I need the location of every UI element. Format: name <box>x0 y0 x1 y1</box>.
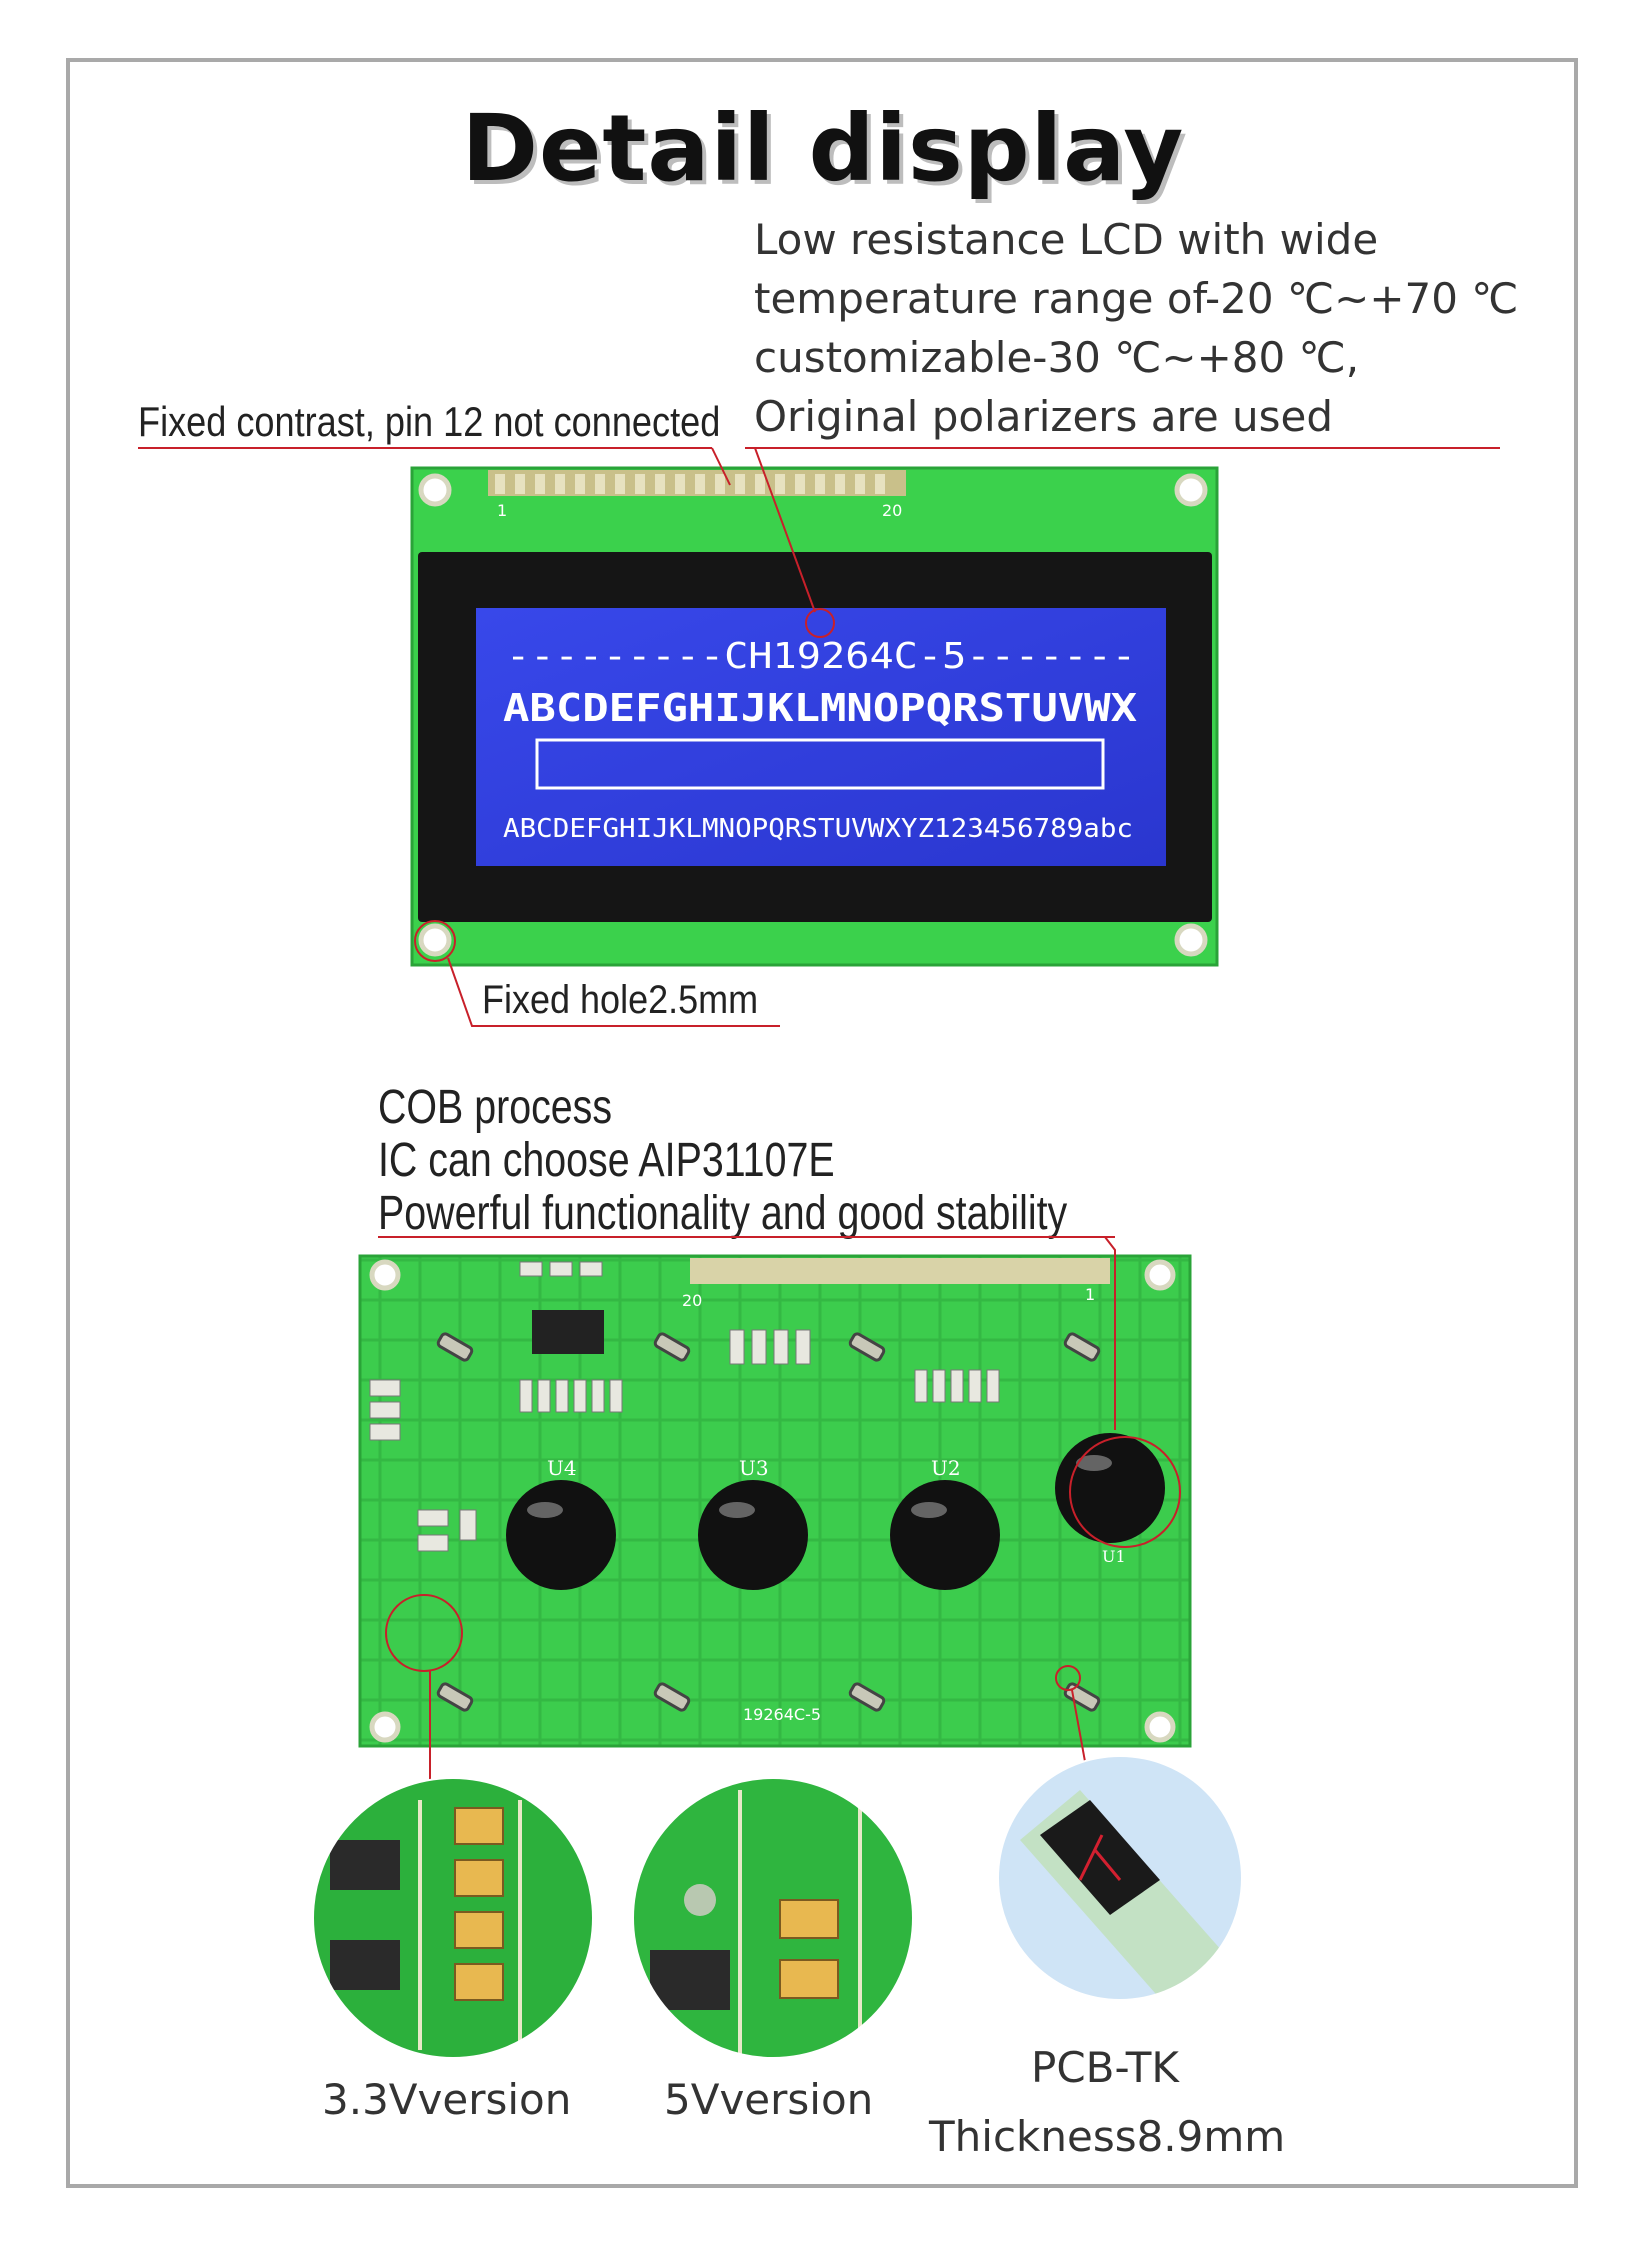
detail-pcb-thickness <box>998 1756 1242 2000</box>
pin-start-label: 1 <box>497 501 507 520</box>
mount-hole <box>1174 473 1208 507</box>
detail-33v <box>313 1778 593 2058</box>
callout-lines-bottom <box>378 1236 1181 1801</box>
pin-end-label: 20 <box>882 501 902 520</box>
mount-hole <box>369 1711 401 1743</box>
chip-label-u2: U2 <box>931 1456 961 1480</box>
lcd-screen <box>476 608 1166 866</box>
callout-lines-top <box>138 447 1500 1027</box>
screen-line-4: ABCDEFGHIJKLMNOPQRSTUVWXYZ123456789abc <box>503 814 1133 844</box>
mount-hole <box>418 923 452 957</box>
caption-pcb-tk: PCB-TK <box>1031 2043 1179 2092</box>
lcd-feature-line-3: customizable-30 ℃~+80 ℃, <box>754 333 1360 382</box>
lcd-module-front: 1 20 ---------CH19264C-5------- ABCDEFGH… <box>410 466 1219 967</box>
cob-chip-u1 <box>1055 1433 1165 1543</box>
mount-hole <box>369 1259 401 1291</box>
detail-5v <box>633 1778 913 2058</box>
cob-line-2: IC can choose AIP31107E <box>378 1134 835 1187</box>
chip-label-u3: U3 <box>739 1456 769 1480</box>
cob-line-1: COB process <box>378 1081 613 1134</box>
page-title: Detail display <box>461 95 1185 202</box>
ic-chip <box>532 1310 604 1354</box>
lcd-feature-line-1: Low resistance LCD with wide <box>754 215 1379 264</box>
cob-line-3: Powerful functionality and good stabilit… <box>378 1187 1068 1240</box>
caption-5v: 5Vversion <box>664 2075 874 2124</box>
mount-hole <box>418 473 452 507</box>
hole-label: Fixed hole2.5mm <box>482 978 759 1022</box>
cob-chip-u4 <box>506 1480 616 1590</box>
lcd-feature-line-4: Original polarizers are used <box>754 392 1334 441</box>
mount-hole <box>1174 923 1208 957</box>
pin-header <box>488 470 906 496</box>
caption-thickness: Thickness8.9mm <box>929 2112 1286 2161</box>
cob-chip-u2 <box>890 1480 1000 1590</box>
lcd-feature-line-2: temperature range of-20 ℃~+70 ℃ <box>754 274 1519 323</box>
screen-line-1: ---------CH19264C-5------- <box>506 636 1136 677</box>
content-frame <box>66 58 1578 2188</box>
mount-hole <box>1144 1711 1176 1743</box>
cob-chip-u3 <box>698 1480 808 1590</box>
pcb-pin-20: 20 <box>682 1291 702 1310</box>
chip-label-u4: U4 <box>547 1456 577 1480</box>
pcb-model-label: 19264C-5 <box>743 1705 821 1724</box>
pcb-back: U4 U3 U2 U1 19264C-5 1 20 <box>358 1254 1192 1748</box>
screen-line-2: ABCDEFGHIJKLMNOPQRSTUVWX <box>503 686 1137 730</box>
caption-33v: 3.3Vversion <box>322 2075 572 2124</box>
contrast-label: Fixed contrast, pin 12 not connected <box>138 398 721 445</box>
mount-hole <box>1144 1259 1176 1291</box>
screen-progress-box <box>535 738 1105 790</box>
chip-label-u1: U1 <box>1102 1547 1126 1566</box>
pcb-pin-1: 1 <box>1085 1285 1095 1304</box>
